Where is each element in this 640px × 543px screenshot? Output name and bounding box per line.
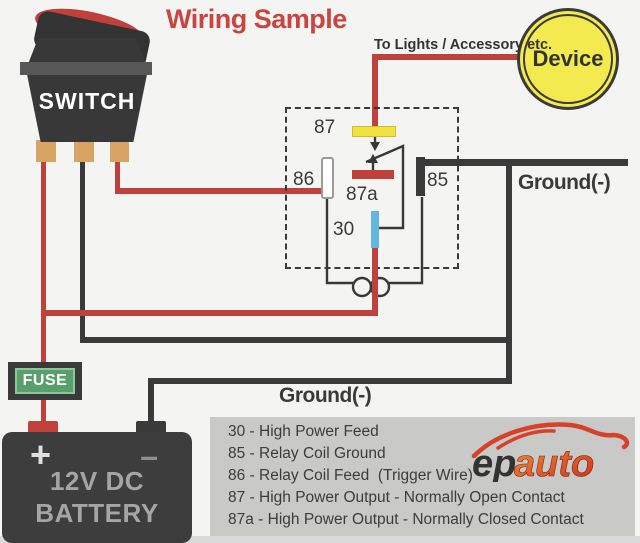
wire-power-feed-horizontal [41,310,378,316]
logo-text-auto: auto [514,443,594,482]
switch-body [26,38,148,142]
wire-fuse-to-battery [41,398,46,425]
pin-85-label: 85 [427,170,449,191]
logo-car-outline-icon [471,422,630,459]
pin-87-label: 87 [314,117,336,138]
relay-internals-drawing [325,133,424,298]
legend-item-87a: 87a - High Power Output - Normally Close… [228,511,584,528]
battery-positive-terminal [28,421,58,434]
pin-30-label: 30 [333,219,355,240]
legend-item-30: 30 - High Power Feed [228,423,379,440]
device-label: Device [532,46,604,71]
coil-feed-left [325,195,354,285]
battery-negative-terminal [136,421,166,434]
relay-ground-label: Ground(-) [518,171,611,194]
wire-trigger-to-86 [115,188,325,194]
device-circle: Device [517,8,619,110]
to-lights-label: To Lights / Accessory etc. [374,37,553,53]
switch-mount-band [20,62,152,75]
wire-battery-negative-vertical [148,378,154,425]
wire-pin87-vertical [372,54,378,130]
coil-loop-2 [369,276,391,298]
switch-terminal-left [36,140,56,162]
battery-minus-sign: – [140,438,158,474]
terminal-30-bar [371,211,379,248]
page-title: Wiring Sample [166,4,347,34]
pin-86-label: 86 [293,169,315,190]
arrow-87-down-icon [370,142,380,151]
pin-87a-label: 87a [346,184,378,205]
epauto-logo: ep auto [471,422,630,482]
wire-pin30-over-coil [372,265,378,316]
device-inner-ring [523,14,613,104]
switch-terminal-middle [74,140,94,162]
switch-terminal-right [110,140,129,162]
terminal-87a-bar [352,170,394,179]
wire-switch-to-fuse [41,155,46,365]
fuse-label: FUSE [15,368,75,394]
battery-plus-sign: + [30,434,52,475]
arrow-87a-up-icon [368,154,378,163]
relay-armature [365,144,405,230]
battery: + – 12V DC BATTERY [2,432,192,543]
switch-label: SWITCH [38,88,136,114]
coil-loop-1 [351,276,373,298]
terminal-86-bar [321,157,334,199]
legend-item-85: 85 - Relay Coil Ground [228,445,386,462]
wire-battery-negative-horizontal [148,378,512,384]
bottom-strip [0,536,640,543]
wire-ground-bus-vertical [506,159,512,384]
wire-switch-ground-horizontal [80,337,512,343]
legend-item-87: 87 - High Power Output - Normally Open C… [228,489,565,506]
wire-relay85-ground [424,159,628,166]
wire-switch-trigger-vertical [115,155,120,194]
coil-feed-right [389,197,424,285]
rocker-switch: SWITCH [20,0,152,168]
battery-ground-label: Ground(-) [279,384,372,407]
legend-panel: 30 - High Power Feed 85 - Relay Coil Gro… [210,417,635,536]
legend-item-86: 86 - Relay Coil Feed (Trigger Wire) [228,467,473,484]
battery-name-label: BATTERY [35,498,159,528]
terminal-85-bar [416,157,425,196]
battery-voltage-label: 12V DC [49,466,145,496]
terminal-87-bar [352,126,396,137]
logo-car-window-icon [496,429,556,450]
logo-text-ep: ep [472,443,516,482]
wire-switch-ground-vertical [80,155,85,343]
wire-to-device [372,54,520,60]
fuse-holder: FUSE [8,362,82,400]
